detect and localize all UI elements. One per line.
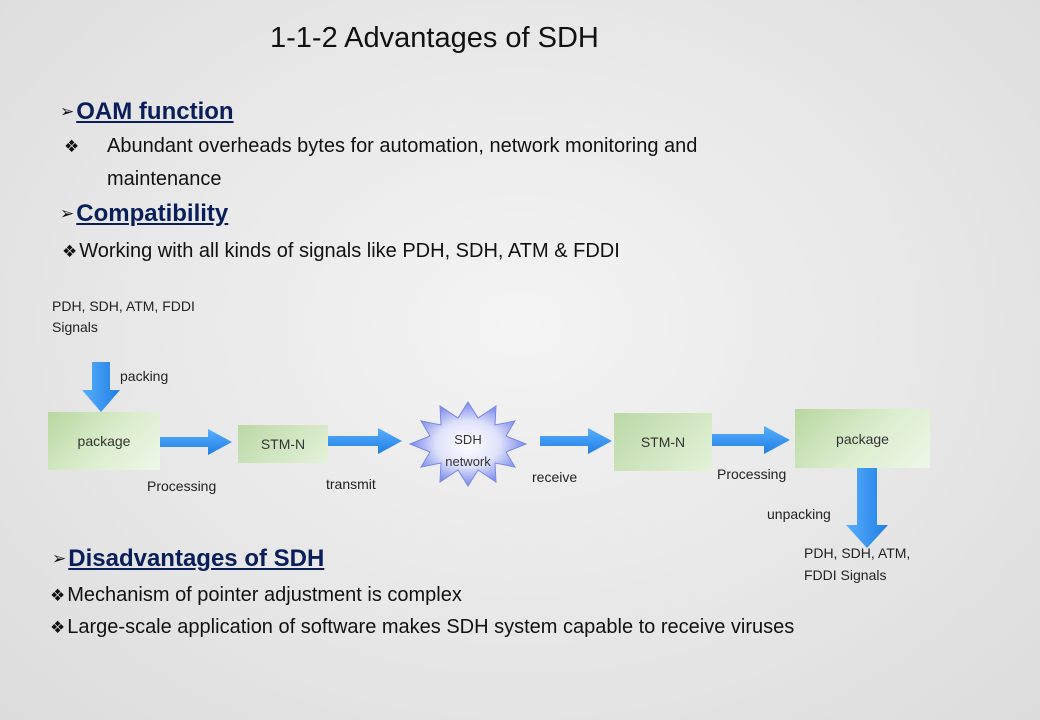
oam-heading-text: OAM function [76, 98, 234, 125]
arrowhead-icon: ➢ [60, 204, 75, 223]
disadvantage-bullet-2-text: Large-scale application of software make… [67, 616, 795, 638]
stm-n-box-left: STM-N [238, 425, 328, 463]
receive-label: receive [532, 469, 578, 485]
compat-heading: ➢Compatibility [60, 200, 228, 228]
stm-n-box-left-label: STM-N [260, 436, 306, 452]
unpacking-arrow-icon [846, 468, 888, 548]
packing-arrow-icon [82, 362, 120, 412]
sdh-network-label-line2: network [445, 454, 491, 469]
package-box-right-label: package [836, 430, 889, 447]
stm-n-box-right-label: STM-N [640, 434, 686, 450]
slide-title: 1-1-2 Advantages of SDH [270, 22, 599, 54]
transmit-label: transmit [326, 476, 376, 492]
package-box-left-label: package [77, 433, 131, 449]
input-signals-line2: Signals [52, 319, 98, 335]
diamond-bullet-icon: ❖ [62, 242, 78, 261]
package-box-left: package [48, 412, 160, 470]
unpacking-label: unpacking [767, 506, 831, 522]
disadvantage-bullet-1: ❖Mechanism of pointer adjustment is comp… [50, 584, 462, 607]
compat-heading-text: Compatibility [76, 200, 229, 227]
arrowhead-icon: ➢ [52, 549, 67, 568]
disadvantages-heading: ➢Disadvantages of SDH [52, 545, 324, 573]
disadvantage-bullet-2: ❖Large-scale application of software mak… [50, 616, 794, 639]
processing-label-right: Processing [717, 466, 787, 482]
processing-label-left: Processing [147, 478, 217, 494]
diamond-bullet-icon: ❖ [50, 586, 66, 605]
output-signals-line2: FDDI Signals [804, 567, 887, 583]
packing-label: packing [120, 368, 169, 384]
processing-arrow-left-icon [160, 429, 232, 455]
compat-bullet: ❖Working with all kinds of signals like … [62, 240, 620, 263]
output-signals-line1: PDH, SDH, ATM, [804, 545, 911, 561]
oam-bullet: ❖ [64, 135, 85, 158]
disadvantages-heading-text: Disadvantages of SDH [68, 545, 325, 572]
stm-n-box-right: STM-N [614, 413, 712, 471]
sdh-network-starburst-icon [408, 401, 528, 487]
transmit-arrow-icon [328, 428, 402, 454]
sdh-network-label: SDH network [438, 429, 498, 473]
disadvantage-bullet-1-text: Mechanism of pointer adjustment is compl… [67, 584, 462, 606]
oam-bullet-line2: maintenance [107, 168, 222, 190]
diamond-bullet-icon: ❖ [64, 137, 80, 156]
oam-heading: ➢OAM function [60, 98, 234, 126]
input-signals-line1: PDH, SDH, ATM, FDDI [52, 298, 195, 314]
compat-bullet-text: Working with all kinds of signals like P… [79, 240, 620, 262]
sdh-network-label-line1: SDH [454, 432, 482, 447]
receive-arrow-icon [540, 428, 612, 454]
arrowhead-icon: ➢ [60, 102, 75, 121]
processing-arrow-right-icon [712, 426, 790, 454]
diamond-bullet-icon: ❖ [50, 618, 66, 637]
package-box-right: package [795, 409, 930, 468]
oam-bullet-line1: Abundant overheads bytes for automation,… [107, 135, 698, 157]
